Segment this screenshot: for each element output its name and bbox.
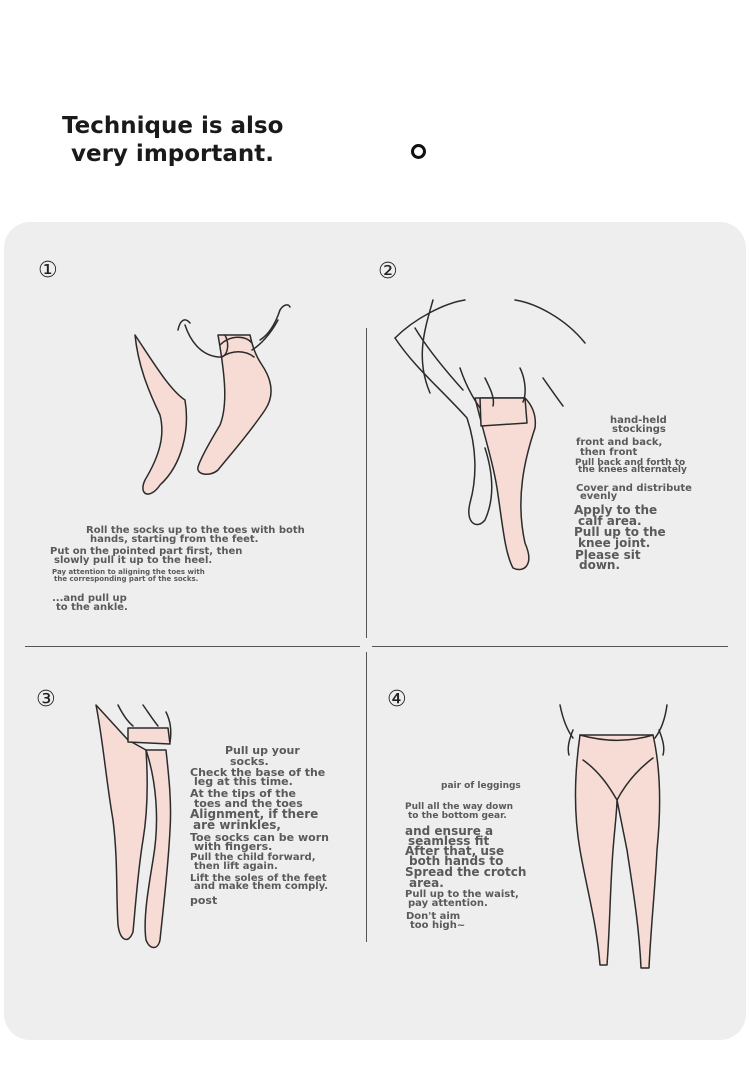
step-4-text-5: seamless fit bbox=[408, 834, 490, 848]
step-4-text-13: too high~ bbox=[410, 920, 466, 931]
step-3-text-15: post bbox=[190, 894, 218, 907]
divider-horizontal-right bbox=[372, 646, 728, 647]
step-2-text-4: then front bbox=[580, 447, 638, 458]
step-4-illustration bbox=[559, 704, 668, 969]
step-4-text-12: Don't aim bbox=[406, 911, 461, 922]
step-4-text-9: area. bbox=[409, 876, 444, 890]
step-4-text-7: both hands to bbox=[409, 854, 504, 868]
step-2-text-3: front and back, bbox=[576, 437, 663, 448]
step-2-text-11: Pull up to the bbox=[574, 525, 666, 539]
page-headline: Technique is also very important. bbox=[62, 112, 283, 168]
step-3-text-2: socks. bbox=[230, 755, 269, 768]
step-4-text-1: pair of leggings bbox=[441, 781, 521, 791]
step-2-text-12: knee joint. bbox=[578, 536, 651, 550]
step-2-text-7: Cover and distribute bbox=[576, 483, 692, 494]
step-1-text-5: Pay attention to aligning the toes with bbox=[52, 568, 205, 576]
step-3-text-13: Lift the soles of the feet bbox=[190, 873, 327, 884]
divider-horizontal-left bbox=[25, 646, 360, 647]
step-3-text-1: Pull up your bbox=[225, 744, 300, 757]
headline-line-1: Technique is also bbox=[62, 113, 284, 139]
step-3-text-3: Check the base of the bbox=[190, 766, 326, 779]
step-4-text-10: Pull up to the waist, bbox=[405, 889, 519, 900]
step-1-text-1: Roll the socks up to the toes with both bbox=[86, 525, 305, 536]
step-2-text-9: Apply to the bbox=[574, 503, 658, 517]
step-4-number: ④ bbox=[387, 687, 407, 712]
step-3-text-12: then lift again. bbox=[194, 861, 278, 872]
step-4-text-4: and ensure a bbox=[405, 824, 494, 838]
step-3-text-8: are wrinkles, bbox=[193, 818, 281, 832]
step-3-text-7: Alignment, if there bbox=[190, 807, 319, 821]
divider-vertical-top bbox=[366, 328, 367, 638]
step-4-text-6: After that, use bbox=[405, 844, 505, 858]
step-1-text-2: hands, starting from the feet. bbox=[90, 534, 259, 545]
step-3-number: ③ bbox=[36, 687, 56, 712]
step-1-text-8: to the ankle. bbox=[56, 602, 128, 613]
step-3-illustration bbox=[95, 704, 172, 949]
step-3-text-9: Toe socks can be worn bbox=[190, 831, 329, 844]
step-2-text-6: the knees alternately bbox=[578, 465, 687, 475]
step-1-text-6: the corresponding part of the socks. bbox=[54, 575, 199, 583]
step-1-text-4: slowly pull it up to the heel. bbox=[54, 555, 213, 566]
step-3-text-11: Pull the child forward, bbox=[190, 852, 316, 863]
step-4-text-3: to the bottom gear. bbox=[408, 811, 507, 821]
step-3-text-5: At the tips of the bbox=[190, 787, 296, 800]
step-2-text-10: calf area. bbox=[578, 514, 642, 528]
step-1-number: ① bbox=[38, 258, 58, 283]
step-1-illustration bbox=[134, 304, 291, 495]
step-2-text-8: evenly bbox=[580, 491, 618, 502]
step-2-number: ② bbox=[378, 259, 398, 284]
step-2-illustration bbox=[394, 299, 586, 571]
step-4-text-2: Pull all the way down bbox=[405, 802, 514, 812]
step-1-text-7: ...and pull up bbox=[52, 593, 127, 604]
circle-icon bbox=[411, 144, 426, 159]
headline-line-2: very important. bbox=[71, 141, 275, 167]
step-2-text-1: hand-held bbox=[610, 415, 667, 426]
step-3-text-6: toes and the toes bbox=[194, 797, 303, 810]
divider-vertical-bottom bbox=[366, 652, 367, 942]
step-2-text-5: Pull back and forth to bbox=[575, 458, 686, 468]
step-1-text-3: Put on the pointed part first, then bbox=[50, 546, 243, 557]
step-3-text-14: and make them comply. bbox=[194, 881, 329, 892]
step-4-text-8: Spread the crotch bbox=[405, 865, 527, 879]
step-3-text-4: leg at this time. bbox=[194, 775, 293, 788]
step-2-text-2: stockings bbox=[612, 424, 666, 435]
step-2-text-14: down. bbox=[579, 558, 621, 572]
step-4-text-11: pay attention. bbox=[408, 898, 488, 909]
step-2-text-13: Please sit bbox=[575, 548, 641, 562]
step-3-text-10: with fingers. bbox=[194, 840, 273, 853]
